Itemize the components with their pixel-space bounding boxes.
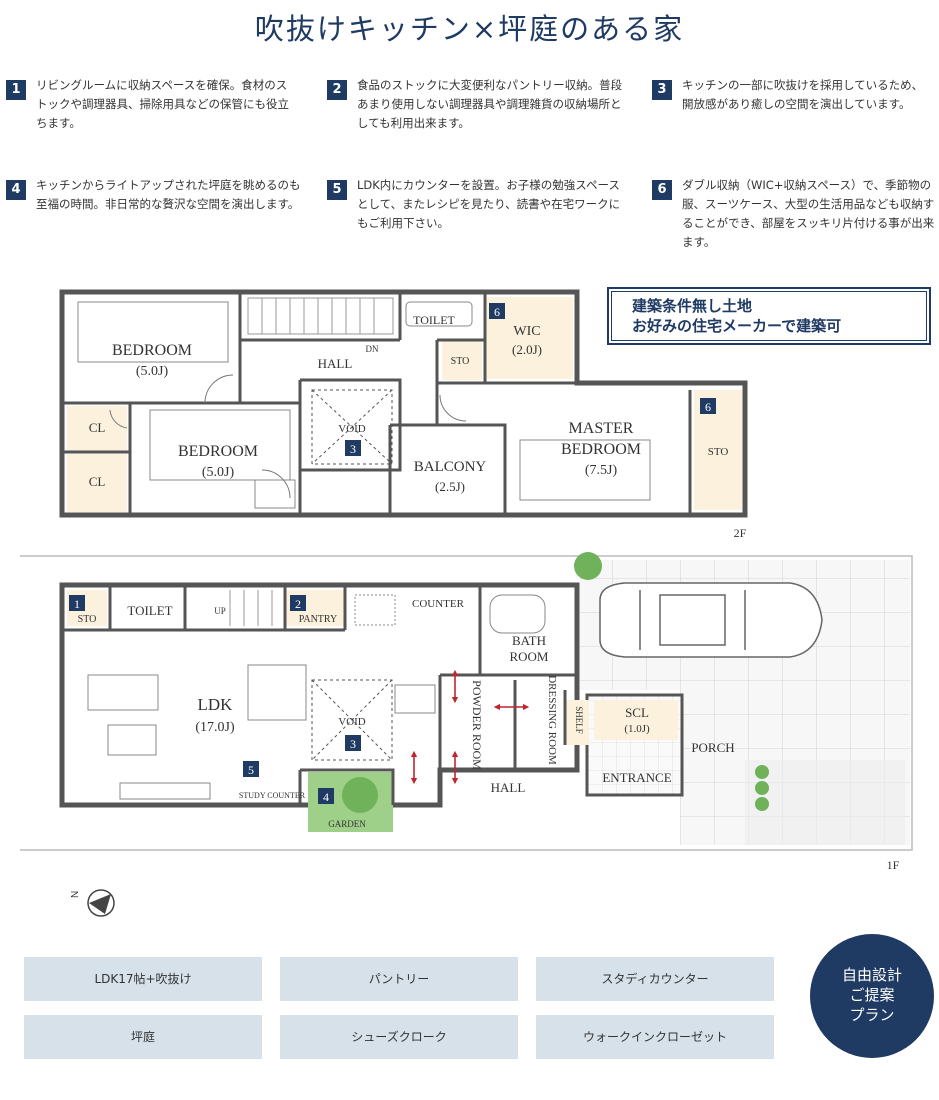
label-pantry: PANTRY	[299, 614, 338, 625]
label-master: MASTER	[569, 420, 634, 437]
badge-5-number: 5	[248, 763, 254, 777]
badge-3-number: 3	[350, 737, 356, 751]
car	[599, 582, 823, 658]
tag-ldk: LDK17帖+吹抜け	[24, 957, 262, 1001]
feature-text: リビングルームに収納スペースを確保。食材のストックや調理器具、掃除用具などの保管…	[36, 78, 289, 130]
feature-number: 3	[652, 80, 672, 100]
label-balcony: BALCONY	[414, 459, 487, 475]
badge-6	[700, 398, 716, 414]
free-design-badge: 自由設計 ご提案 プラン	[810, 934, 934, 1058]
label-size: (5.0J)	[202, 465, 235, 480]
feature-number: 4	[6, 180, 26, 200]
label-size: (2.5J)	[435, 479, 465, 494]
label-hall: HALL	[491, 780, 526, 795]
feature-text: LDK内にカウンターを設置。お子様の勉強スペースとして、またレシピを見たり、読書…	[357, 178, 621, 230]
tag-shoes-closet: シューズクローク	[280, 1015, 518, 1059]
label-bedroom: BEDROOM	[112, 342, 192, 359]
label-storage: STO	[78, 614, 97, 625]
label-hall: HALL	[318, 356, 353, 371]
page-title: 吹抜けキッチン×坪庭のある家	[254, 12, 685, 46]
tag-garden: 坪庭	[24, 1015, 262, 1059]
second-floor	[59, 289, 748, 518]
building-condition-banner: 建築条件無し土地 お好みの住宅メーカーで建築可	[607, 287, 931, 345]
badge-6-number: 6	[494, 305, 500, 319]
label-size: (2.0J)	[512, 342, 542, 357]
floor-plan: BEDROOM (5.0J) CL CL BEDROOM (5.0J) HALL…	[20, 289, 913, 872]
label-bedroom: BEDROOM	[178, 443, 258, 460]
badge-2-number: 2	[295, 597, 301, 611]
floor-label-1f: 1F	[887, 858, 900, 872]
feature-number: 1	[6, 80, 26, 100]
banner-line-1: 建築条件無し土地	[632, 297, 753, 315]
label-up: UP	[214, 606, 226, 616]
closet-fill	[67, 406, 127, 451]
label-size: (7.5J)	[585, 463, 618, 478]
label-ldk: LDK	[198, 695, 234, 714]
label-shelf: SHELF	[574, 706, 584, 734]
label-master-bedroom: BEDROOM	[561, 441, 641, 458]
feature-text: キッチンからライトアップされた坪庭を眺めるのも至福の時間。非日常的な贅沢な空間を…	[36, 178, 301, 211]
label-toilet: TOILET	[127, 603, 172, 618]
feature-text: キッチンの一部に吹抜けを採用しているため、開放感があり癒しの空間を演出しています…	[682, 78, 924, 111]
label-storage: STO	[451, 356, 470, 367]
storage-fill	[442, 340, 482, 380]
label-entrance: ENTRANCE	[602, 770, 671, 785]
label-down: DN	[366, 344, 379, 354]
label-void: VOID	[338, 423, 366, 435]
tag-pantry: パントリー	[280, 957, 518, 1001]
label-closet: CL	[89, 420, 106, 435]
tree	[574, 552, 602, 580]
label-wic: WIC	[513, 324, 540, 339]
label-size: (17.0J)	[195, 720, 235, 735]
north-compass: N	[69, 886, 119, 924]
badge-5	[243, 761, 259, 777]
north-label: N	[70, 891, 81, 898]
label-toilet: TOILET	[413, 313, 455, 327]
tag-study-counter: スタディカウンター	[536, 957, 774, 1001]
label-porch: PORCH	[691, 740, 734, 755]
label-bath-room: ROOM	[509, 649, 548, 664]
badge-3-number: 3	[350, 442, 356, 456]
first-floor	[20, 552, 913, 851]
label-dressing-room: DRESSING ROOM	[546, 675, 558, 765]
label-storage: STO	[708, 446, 729, 458]
feature-number: 5	[327, 180, 347, 200]
label-scl: SCL	[625, 705, 649, 720]
feature-text: ダブル収納（WIC+収納スペース）で、季節物の服、スーツケース、大型の生活用品な…	[682, 178, 935, 249]
label-size: (1.0J)	[624, 723, 650, 735]
badge-4	[318, 788, 334, 804]
feature-number: 2	[327, 80, 347, 100]
badge-6	[489, 303, 505, 319]
badge-4-number: 4	[323, 790, 329, 804]
label-bath: BATH	[512, 633, 546, 648]
label-closet: CL	[89, 474, 106, 489]
feature-number: 6	[652, 180, 672, 200]
badge-1	[69, 595, 85, 611]
label-garden: GARDEN	[328, 819, 366, 829]
badge-3	[345, 735, 361, 751]
closet-fill	[67, 454, 127, 512]
badge-3	[345, 440, 361, 456]
badge-line: プラン	[849, 1006, 895, 1024]
badge-6-number: 6	[705, 400, 711, 414]
label-counter: COUNTER	[412, 598, 465, 610]
badge-line: 自由設計	[841, 966, 902, 984]
tag-walk-in-closet: ウォークインクローゼット	[536, 1015, 774, 1059]
stairs	[247, 297, 394, 335]
label-study-counter: STUDY COUNTER	[239, 791, 306, 800]
label-void: VOID	[338, 716, 366, 728]
label-size: (5.0J)	[136, 364, 169, 379]
floor-label-2f: 2F	[734, 526, 747, 540]
badge-2	[290, 595, 306, 611]
banner-line-2: お好みの住宅メーカーで建築可	[632, 317, 842, 335]
feature-text: 食品のストックに大変便利なパントリー収納。普段あまり使用しない調理器具や調理雑貨…	[357, 78, 623, 130]
badge-1-number: 1	[74, 597, 80, 611]
badge-line: ご提案	[849, 986, 895, 1004]
label-powder-room: POWDER ROOM	[470, 680, 484, 770]
